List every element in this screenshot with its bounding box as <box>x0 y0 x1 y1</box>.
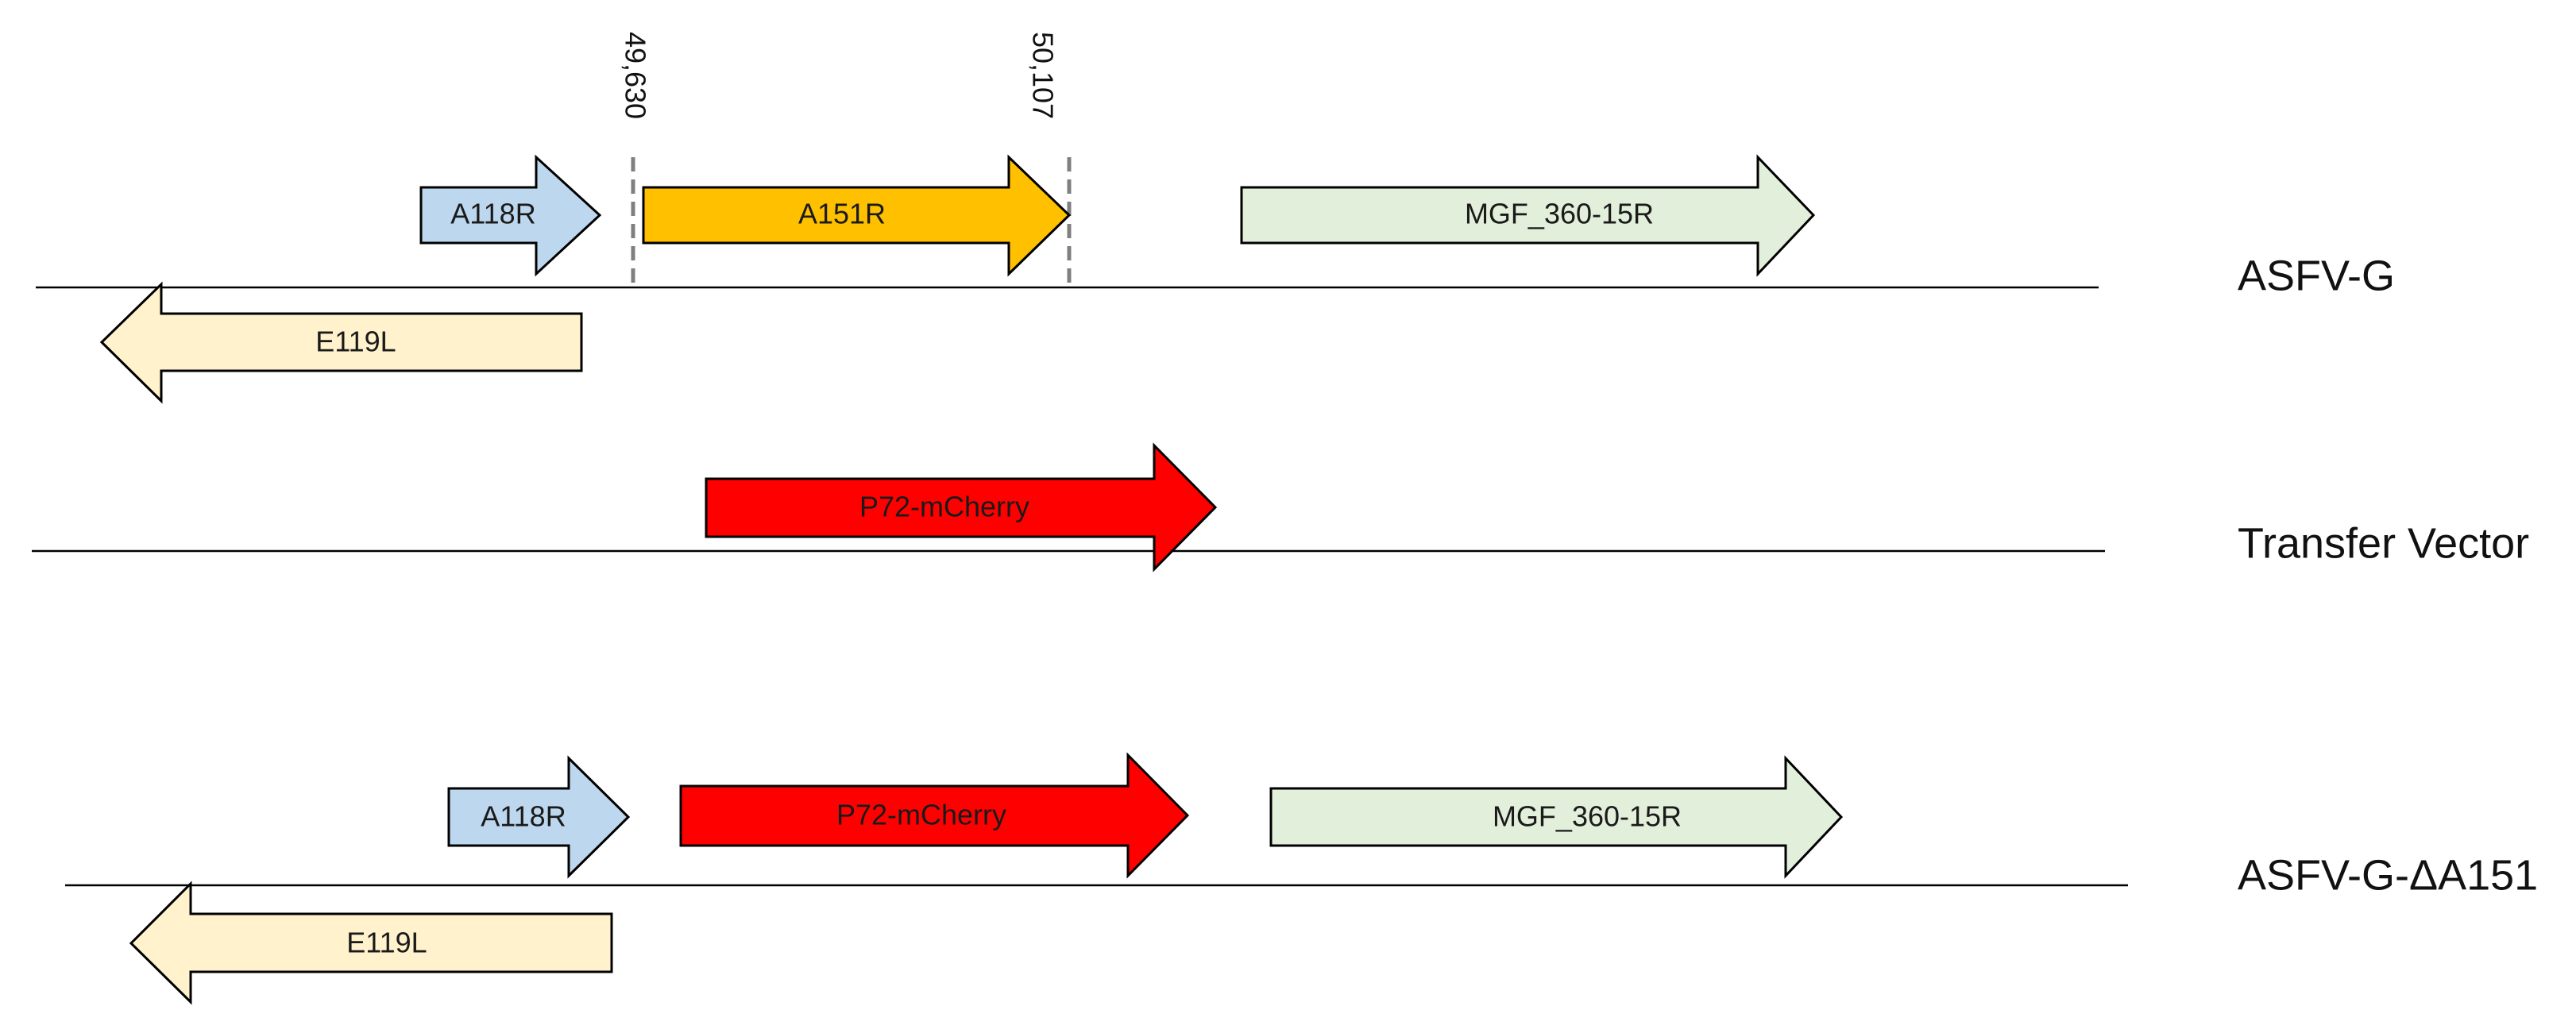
a118r-delta-label: A118R <box>481 800 566 833</box>
gene-a118r: A118R <box>419 154 602 277</box>
gene-mgf-360-15r: MGF_360-15R <box>1240 154 1816 277</box>
a151r-arrow <box>642 154 1072 277</box>
asfv-g-label: ASFV-G <box>2238 252 2395 299</box>
p72-mcherry-delta-label: P72-mCherry <box>836 799 1006 831</box>
gene-p72-mcherry: P72-mCherry <box>705 442 1218 572</box>
a151r-label: A151R <box>798 198 886 230</box>
a118r-delta-arrow <box>447 755 631 879</box>
gene-a151r: A151R <box>642 154 1072 277</box>
track-transfer-vector: P72-mCherry Transfer Vector <box>32 442 2529 572</box>
asfv-g-delta-label: ASFV-G-ΔA151 <box>2238 851 2538 899</box>
e119l-label: E119L <box>315 326 396 358</box>
track-asfv-g: 49,630 50,107 A118R A151R MGF_360-15R E1… <box>36 32 2395 404</box>
e119l-delta-arrow <box>129 881 613 1005</box>
marker-start-label: 49,630 <box>619 32 651 119</box>
p72-mcherry-label: P72-mCherry <box>859 491 1029 523</box>
mgf-delta-label: MGF_360-15R <box>1493 800 1682 833</box>
mgf-arrow <box>1240 154 1816 277</box>
p72-mcherry-delta-arrow <box>679 752 1190 879</box>
track-asfv-g-delta-a151: A118R P72-mCherry MGF_360-15R E119L ASFV… <box>65 752 2538 1005</box>
e119l-arrow <box>99 281 583 404</box>
gene-mgf-360-15r-delta: MGF_360-15R <box>1269 755 1844 879</box>
gene-p72-mcherry-delta: P72-mCherry <box>679 752 1190 879</box>
gene-a118r-delta: A118R <box>447 755 631 879</box>
gene-e119l: E119L <box>99 281 583 404</box>
a118r-arrow <box>419 154 602 277</box>
mgf-delta-arrow <box>1269 755 1844 879</box>
mgf-label: MGF_360-15R <box>1465 198 1654 230</box>
p72-mcherry-arrow <box>705 442 1218 572</box>
e119l-delta-label: E119L <box>346 927 427 959</box>
gene-e119l-delta: E119L <box>129 881 613 1005</box>
marker-end-label: 50,107 <box>1026 32 1059 119</box>
transfer-vector-label: Transfer Vector <box>2238 519 2529 567</box>
a118r-label: A118R <box>450 198 535 230</box>
